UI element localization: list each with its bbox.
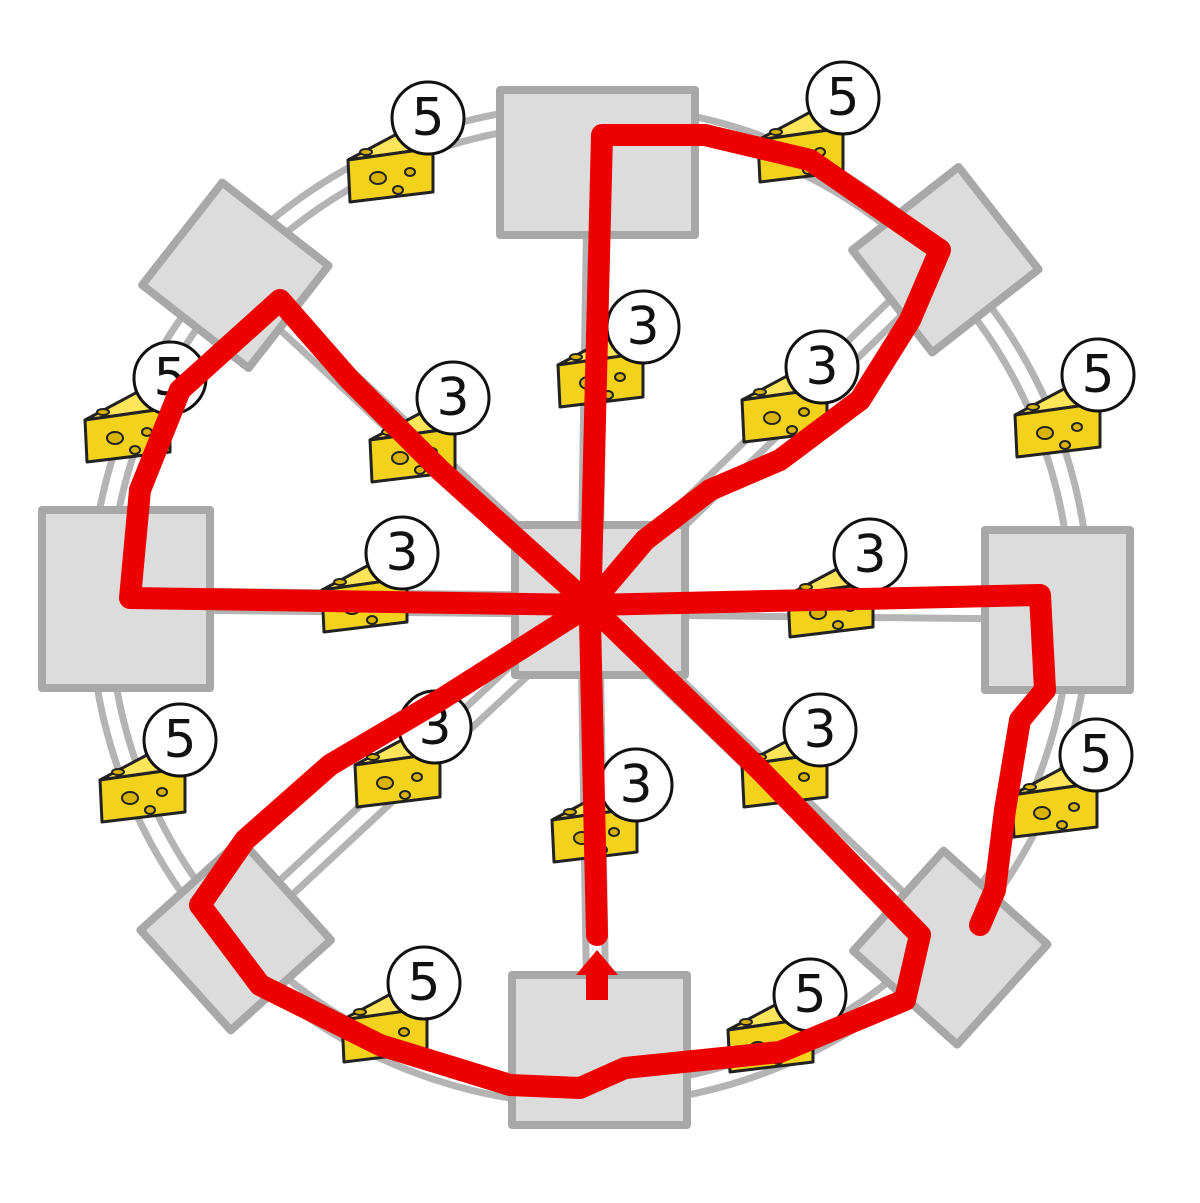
room-right[interactable]: [981, 526, 1134, 694]
value-label: 3: [626, 297, 659, 357]
value-label: 5: [1081, 345, 1114, 405]
route-line: [119, 124, 1056, 1099]
value-label: 3: [619, 755, 652, 815]
value-badge: [390, 80, 466, 156]
cheese-spoke-up-right[interactable]: 3: [740, 329, 860, 444]
cheese-outer-bottom-right[interactable]: 5: [726, 957, 848, 1074]
cheese-outer-right-lower[interactable]: 5: [1010, 717, 1134, 839]
value-label: 5: [1079, 725, 1112, 785]
value-label: 3: [805, 337, 838, 397]
value-label: 5: [826, 68, 859, 128]
cheese-outer-bottom-left[interactable]: 5: [340, 945, 462, 1064]
cheese-spoke-right[interactable]: 3: [786, 517, 908, 639]
start-arrow-icon: [576, 950, 618, 1000]
value-badge: [1058, 717, 1134, 793]
cheese-outer-left-lower[interactable]: 5: [98, 702, 218, 824]
cheese-outer-left-upper[interactable]: 5: [83, 340, 208, 464]
value-badge: [364, 515, 440, 591]
cheese-spoke-up[interactable]: 3: [556, 289, 681, 409]
value-badge: [784, 329, 860, 405]
value-label: 5: [407, 953, 440, 1013]
value-label: 3: [385, 523, 418, 583]
cheese-spoke-down[interactable]: 3: [550, 747, 674, 864]
room-bottom[interactable]: [508, 971, 691, 1129]
solution-route: [119, 124, 1056, 1099]
value-badge: [782, 692, 858, 768]
cheese-outer-top-right[interactable]: 5: [756, 60, 881, 184]
value-label: 5: [793, 965, 826, 1025]
cheese-outer-top-left[interactable]: 5: [346, 80, 466, 204]
cheese-spoke-down-right[interactable]: 3: [740, 692, 858, 809]
value-badge: [1060, 337, 1136, 413]
value-badge: [386, 945, 462, 1021]
value-label: 3: [803, 700, 836, 760]
value-badge: [142, 702, 218, 778]
value-label: 3: [436, 368, 469, 428]
value-badge: [415, 360, 491, 436]
value-badge: [805, 60, 881, 136]
value-label: 5: [163, 710, 196, 770]
value-label: 3: [853, 525, 886, 585]
value-label: 5: [411, 88, 444, 148]
cheese-spoke-left[interactable]: 3: [320, 515, 440, 634]
cheese-spoke-up-left[interactable]: 3: [368, 360, 491, 484]
cheese-outer-right-upper[interactable]: 5: [1013, 337, 1136, 459]
